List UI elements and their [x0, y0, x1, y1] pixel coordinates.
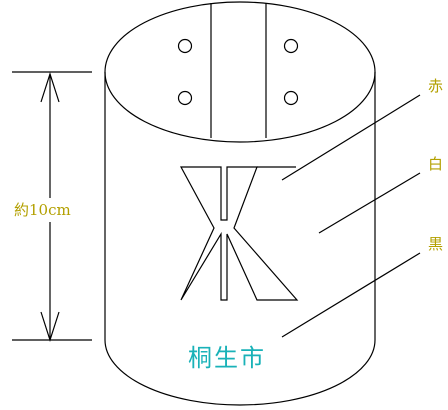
hole-top-left: [177, 38, 193, 54]
leader-black: [281, 252, 421, 338]
dim-arrow-bottom: [40, 311, 60, 342]
crest-mark: [179, 166, 299, 301]
label-red: 赤: [428, 77, 443, 95]
city-name: 桐生市: [188, 344, 266, 372]
dim-arrow-top: [40, 72, 60, 103]
hole-bottom-right: [283, 90, 299, 106]
cylinder-bottom-arc: [104, 339, 376, 406]
hole-top-right: [283, 38, 299, 54]
height-label: 約10cm: [14, 201, 71, 219]
leader-red: [281, 94, 421, 181]
label-black: 黒: [428, 235, 443, 253]
label-white: 白: [428, 155, 443, 173]
cylinder-top-rim: [104, 1, 376, 143]
leader-white: [318, 172, 421, 234]
hole-bottom-left: [177, 90, 193, 106]
